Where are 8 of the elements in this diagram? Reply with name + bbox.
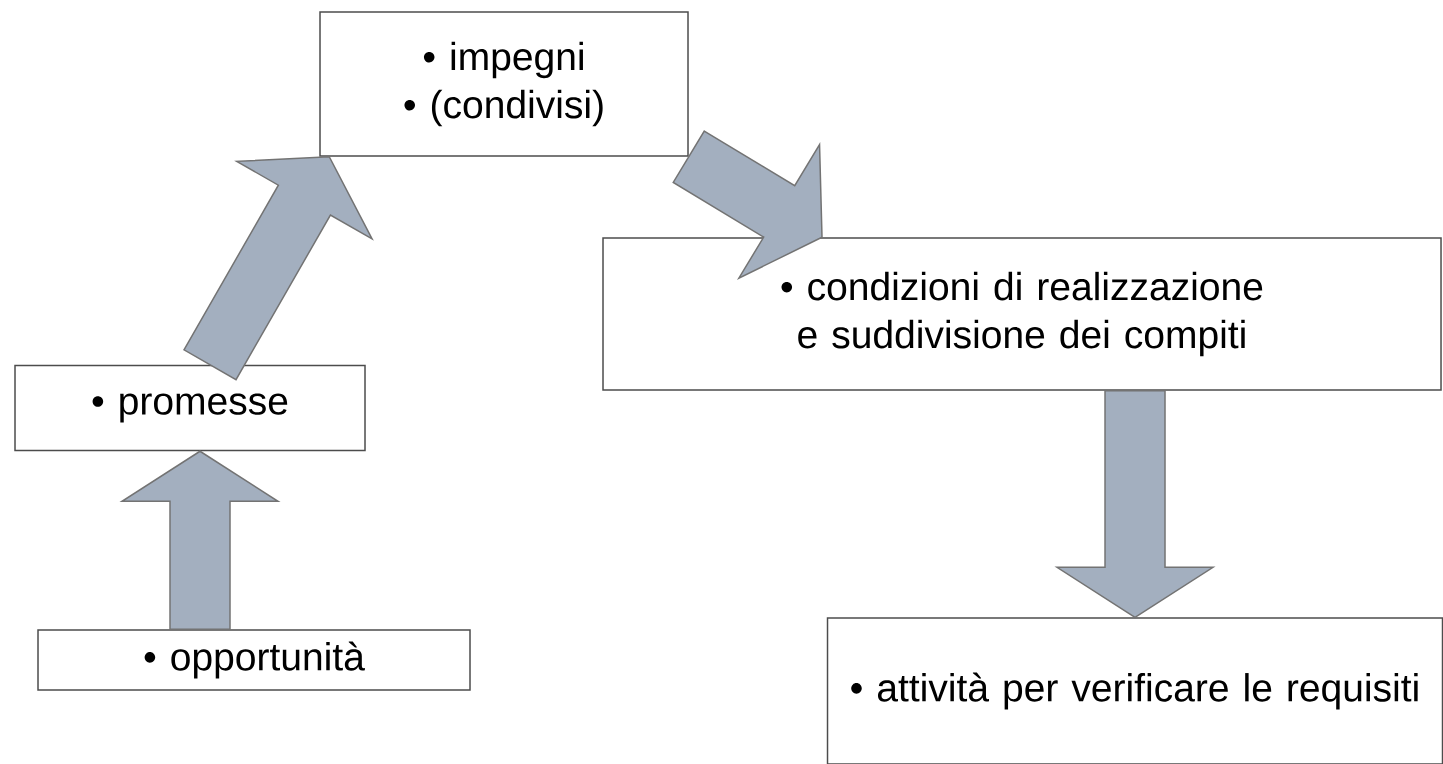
text-box: • promesse [14,364,366,452]
block-arrow [119,450,281,630]
text-box: • attività per verificare le requisiti [826,617,1443,764]
text-box: • impegni • (condivisi) [319,11,689,157]
block-arrow [1054,390,1216,619]
block-arrow [672,130,823,280]
text-box: • condizioni di realizzazione e suddivisione dei compiti [602,237,1442,391]
text-box: • opportunità [37,629,471,691]
